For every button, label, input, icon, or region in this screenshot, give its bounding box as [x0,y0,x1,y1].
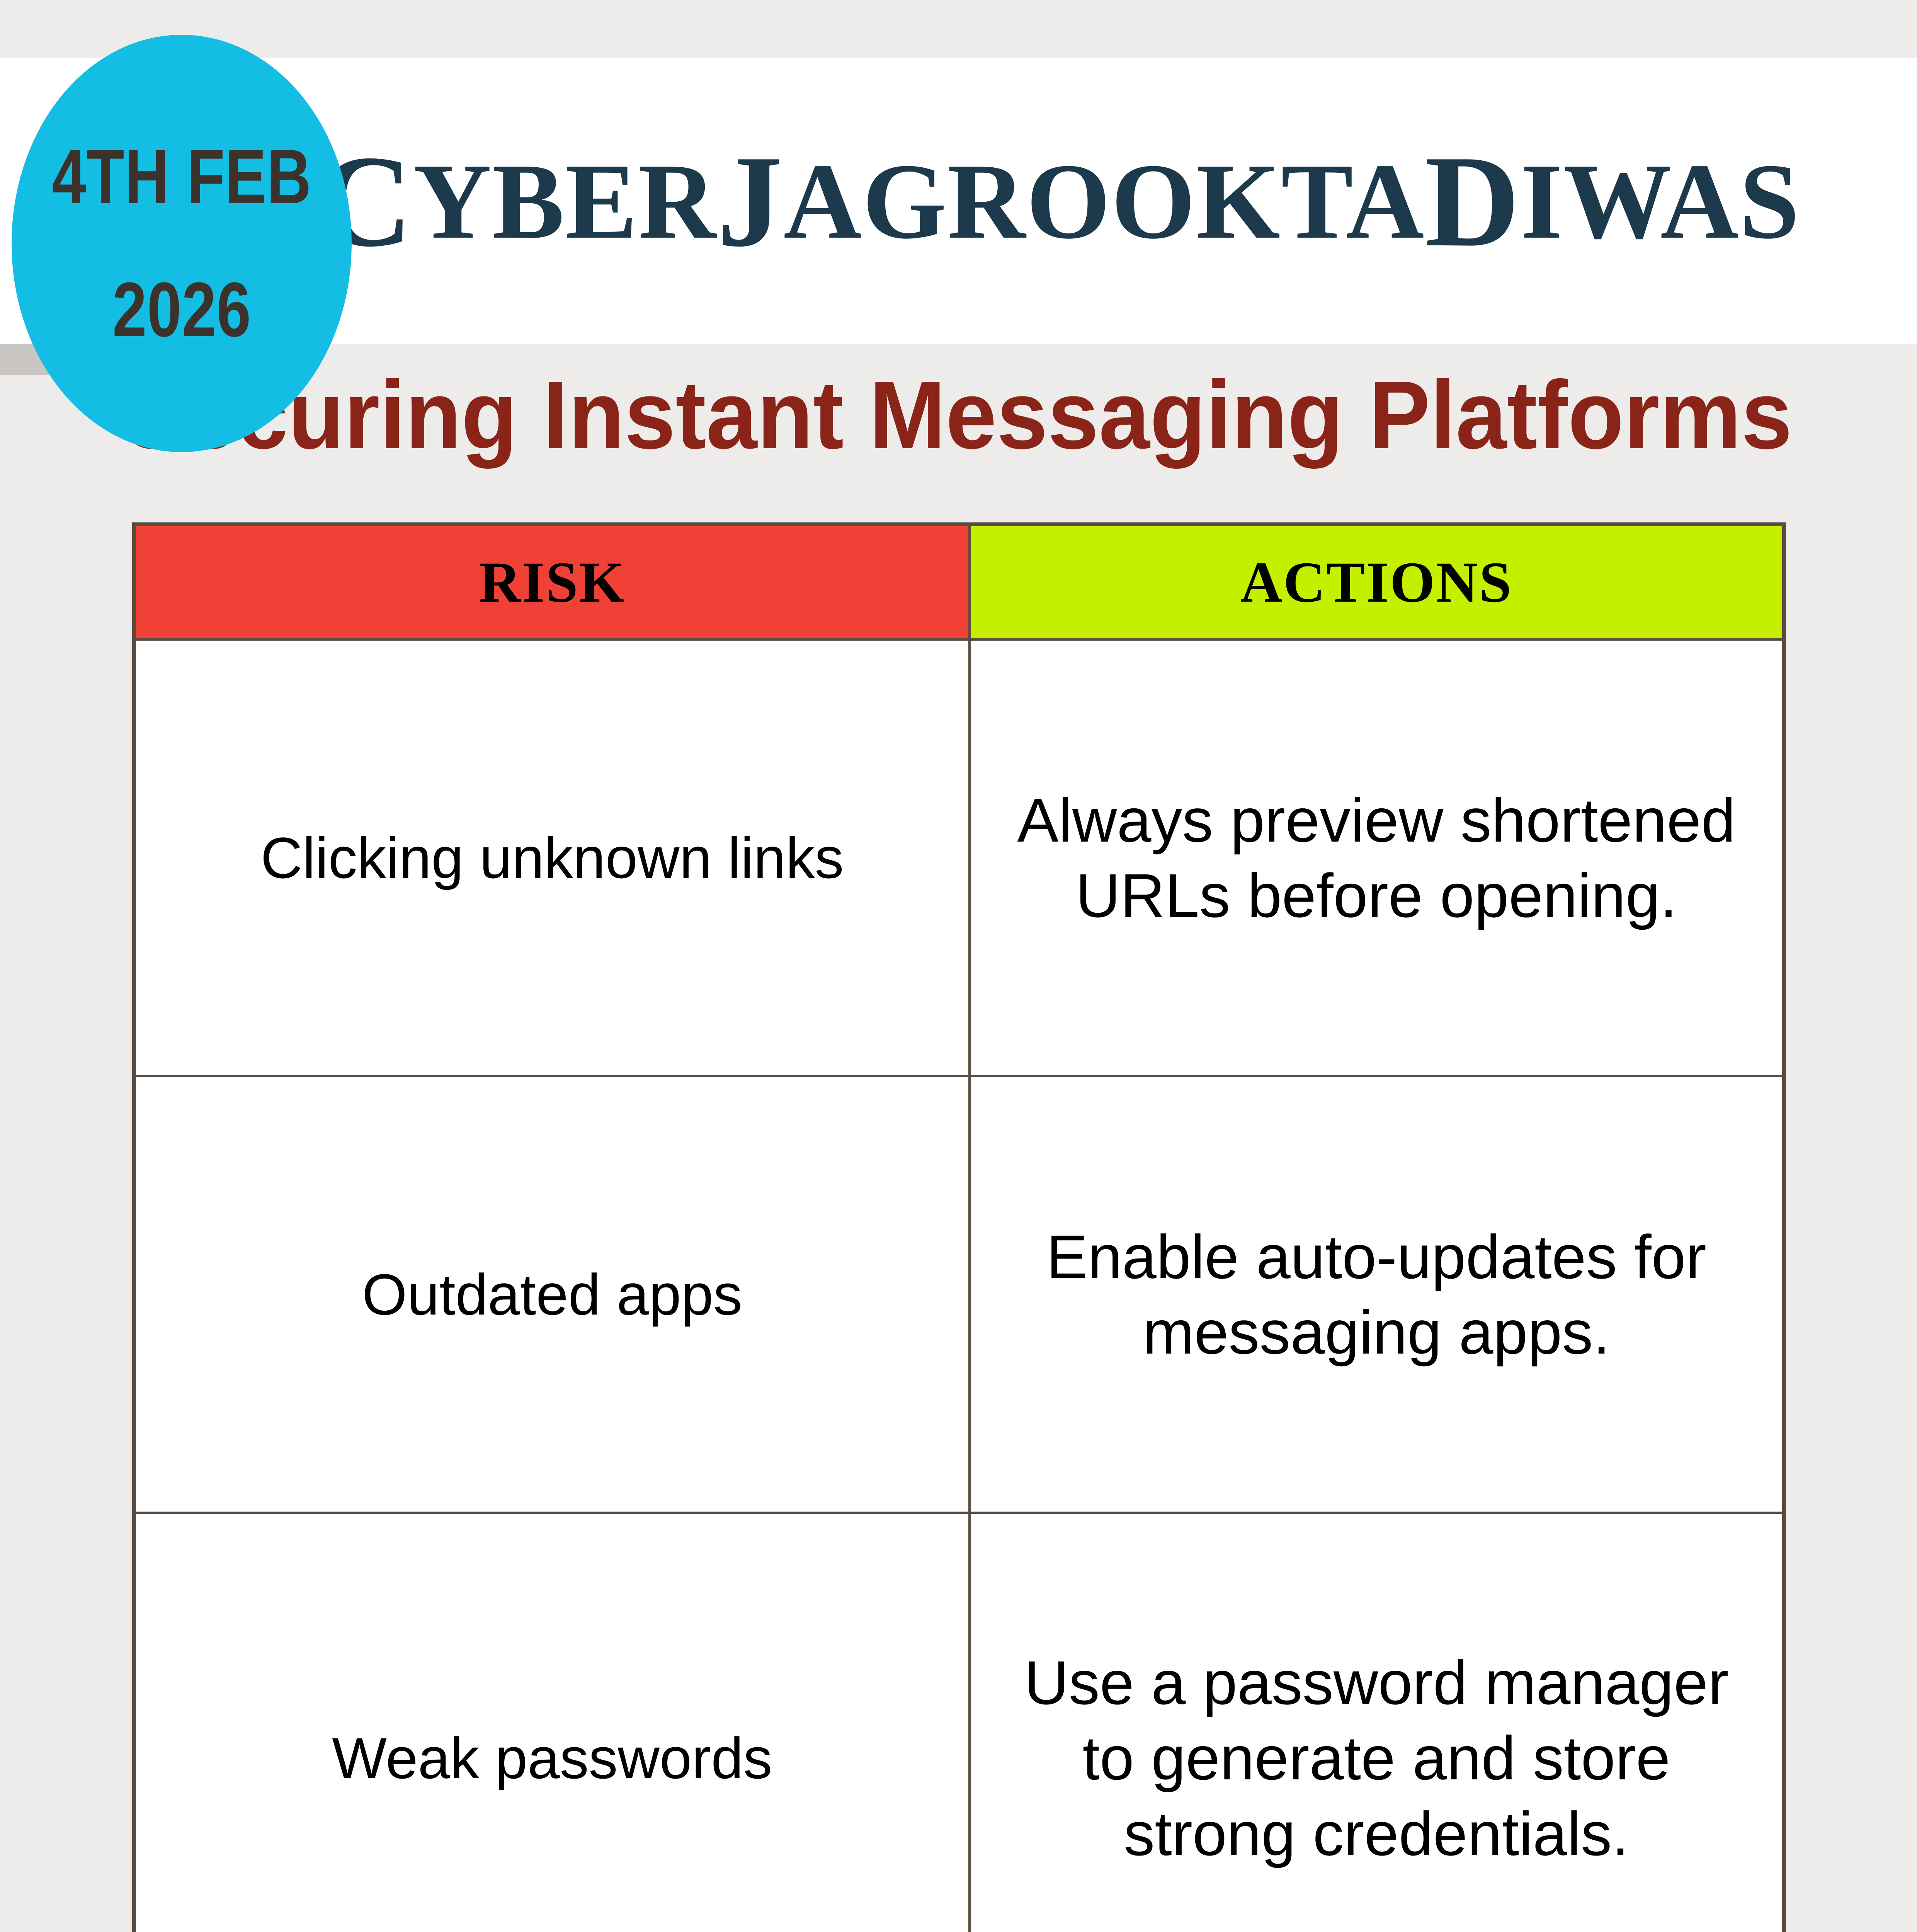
title-cap-d: D [1425,128,1521,274]
date-badge: 4TH FEB 2026 [12,35,352,452]
title-rest-yber: YBER [413,141,717,261]
table-header-row: RISK ACTIONS [136,526,1782,638]
action-cell: Use a password manager to generate and s… [1024,1648,1729,1868]
column-header-actions: ACTIONS [971,526,1782,638]
title-cap-j: J [717,128,784,274]
title-rest-agrookta: AGROOKTA [783,141,1425,261]
table-row: Outdated apps Enable auto-updates for me… [136,1075,1782,1512]
risk-cell: Outdated apps [136,1077,971,1512]
action-cell: Always preview shortened URLs before ope… [1017,785,1736,930]
risk-actions-table: RISK ACTIONS Clicking unknown links Alwa… [132,522,1786,1932]
risk-cell: Clicking unknown links [136,641,971,1075]
action-cell: Enable auto-updates for messaging apps. [1046,1222,1706,1367]
date-badge-day: 4TH FEB [51,134,312,220]
title-rest-iwas: IWAS [1520,141,1800,261]
date-badge-year: 2026 [112,267,251,353]
table-row: Clicking unknown links Always preview sh… [136,638,1782,1075]
column-header-risk: RISK [136,526,971,638]
risk-cell: Weak passwords [136,1514,971,1932]
page-subtitle: Securing Instant Messaging Platforms [124,361,1793,469]
table-row: Weak passwords Use a password manager to… [136,1512,1782,1932]
